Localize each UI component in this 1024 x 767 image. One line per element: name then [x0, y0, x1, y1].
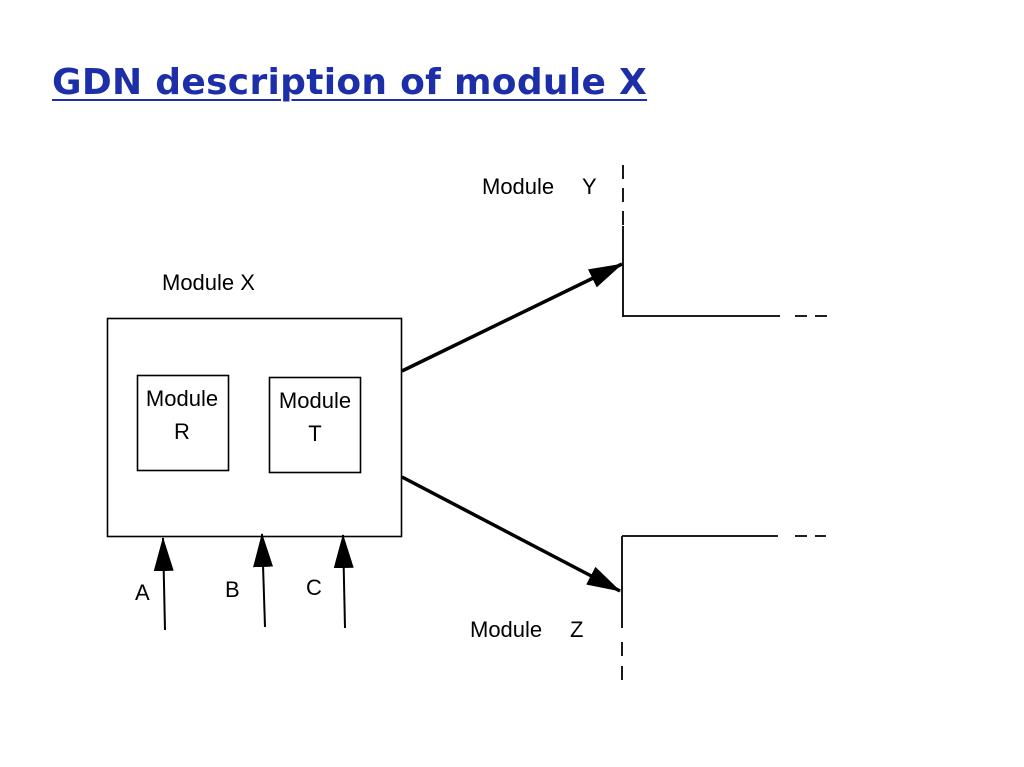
input-label-b: B: [225, 577, 240, 602]
output-arrow-to-z: [401, 475, 621, 593]
module-z-label-word: Module: [470, 617, 542, 642]
module-x-box: [106, 317, 403, 538]
module-y-label-word: Module: [482, 174, 554, 199]
module-x-label: Module X: [162, 270, 255, 295]
module-r-label-line1: Module: [146, 386, 218, 411]
output-arrow-to-y: [401, 262, 623, 373]
module-t-label-line2: T: [308, 421, 321, 446]
module-y-label-letter: Y: [582, 174, 597, 199]
module-z-label-letter: Z: [570, 617, 583, 642]
input-label-c: C: [306, 575, 322, 600]
module-t-box: [268, 376, 362, 474]
module-t-label-line1: Module: [279, 388, 351, 413]
input-label-a: A: [135, 580, 150, 605]
module-r-box: [136, 374, 230, 472]
input-arrow-c: [333, 534, 354, 629]
input-arrow-a: [153, 537, 174, 631]
slide-title: GDN description of module X: [52, 62, 648, 103]
module-r-label-line2: R: [174, 419, 190, 444]
input-arrow-b: [253, 533, 274, 628]
